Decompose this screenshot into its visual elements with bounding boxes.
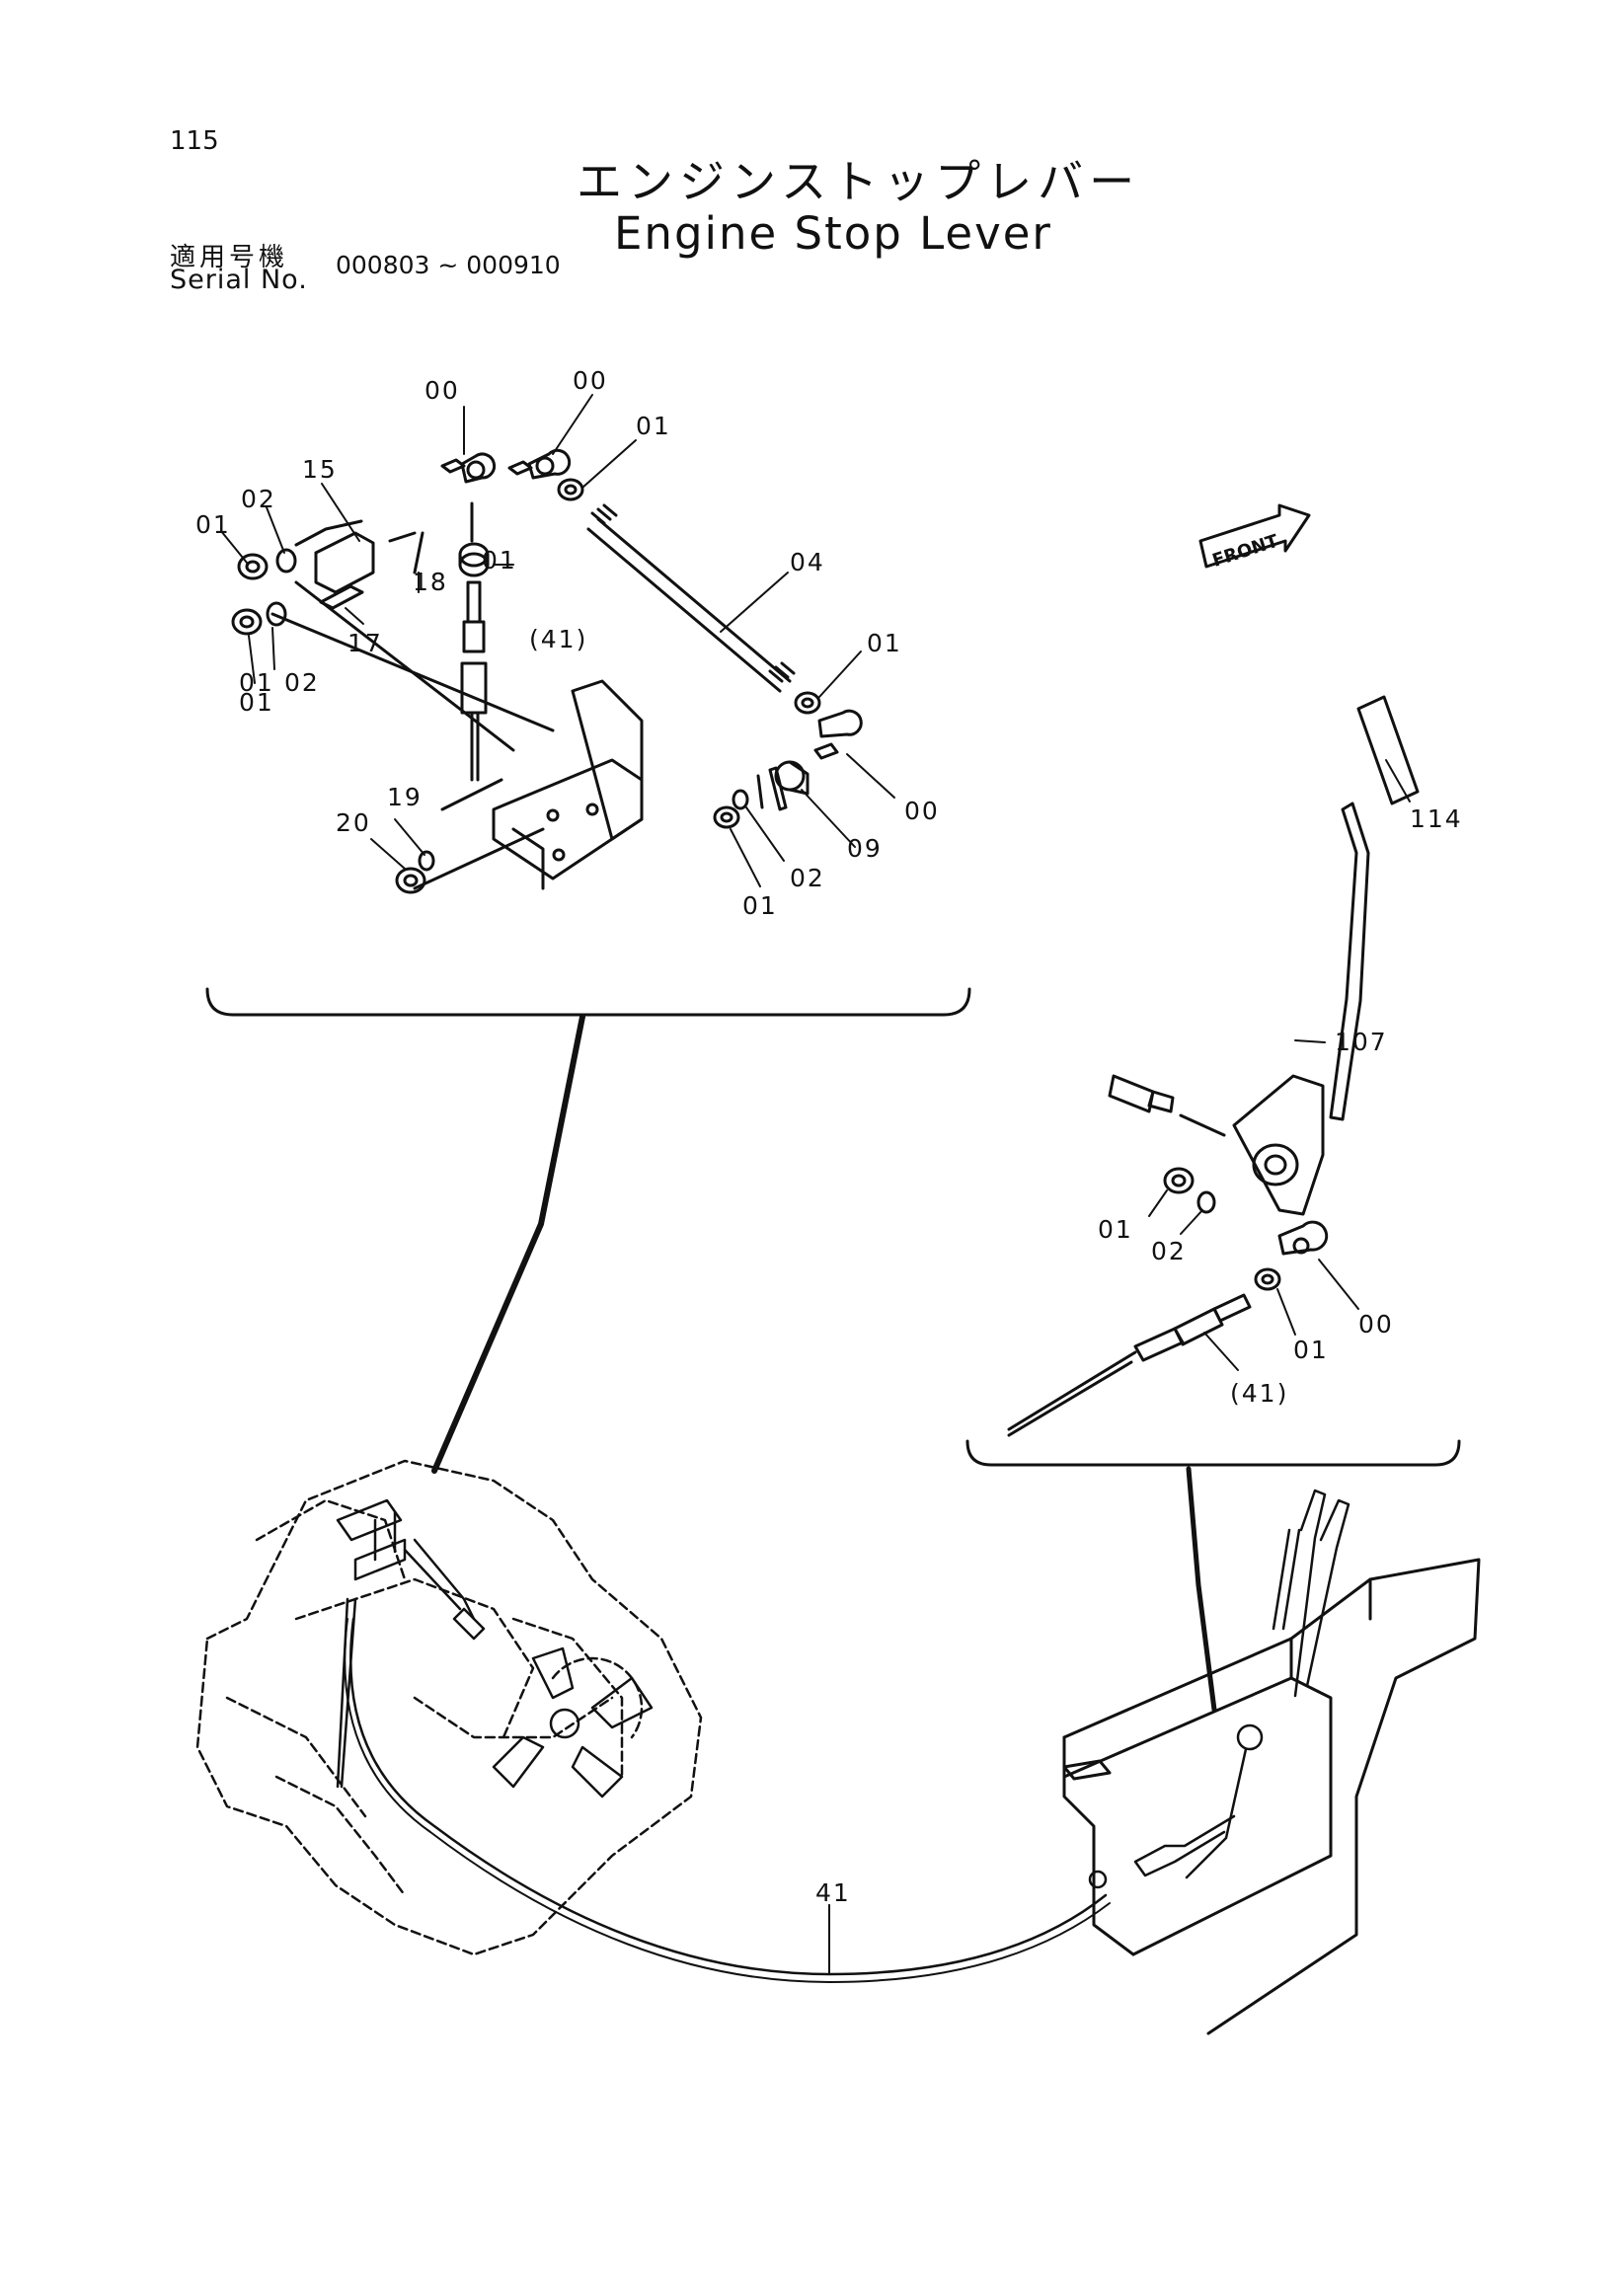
washer-02-lower-right [732, 789, 749, 810]
nut-01-upper-right [557, 478, 584, 501]
pivot-shaft [1108, 1074, 1226, 1137]
callout-top-left-18: 09 [847, 834, 883, 863]
callout-top-left-10: 01 [239, 668, 274, 697]
callout-right-6: (41) [1230, 1379, 1288, 1408]
nut-01-middle [458, 542, 490, 577]
nut-01-lower-left [231, 608, 263, 636]
callout-top-left-15: 00 [904, 797, 940, 825]
callout-bottom-0: 41 [815, 1878, 851, 1907]
front-arrow [1198, 503, 1311, 569]
callout-right-3: 02 [1151, 1237, 1187, 1265]
callout-top-left-20: 01 [742, 891, 778, 920]
washer-02-lower [266, 601, 287, 627]
operator-console [1062, 1489, 1481, 2035]
callout-right-0: 114 [1410, 804, 1463, 833]
callout-top-left-11: 02 [284, 668, 320, 697]
callout-top-left-13: 04 [790, 548, 825, 576]
callout-top-left-2: 01 [636, 412, 671, 440]
callout-top-left-4: 02 [241, 485, 276, 513]
callout-right-4: 00 [1358, 1310, 1394, 1339]
detail-connector-right [1186, 1466, 1217, 1713]
callout-top-left-12: 01 [239, 688, 274, 717]
ball-joint-a [440, 452, 497, 484]
linkage-detail [231, 448, 863, 894]
nut-01-lower-right [713, 805, 740, 829]
callout-top-left-14: 01 [867, 629, 902, 657]
cable-end-41-upper [460, 580, 488, 782]
page-number: 115 [170, 126, 219, 156]
callout-leaders-top [220, 394, 895, 887]
callout-right-1: 107 [1335, 1028, 1388, 1056]
callout-top-left-3: 15 [302, 455, 338, 484]
ball-joint-b [507, 448, 572, 480]
ball-joint-right [1277, 1220, 1329, 1256]
lever-detail [1007, 695, 1420, 1437]
callout-top-left-1: 00 [573, 366, 608, 395]
engine-fan [492, 1646, 654, 1799]
pin-18 [413, 531, 424, 574]
callout-top-left-19: 02 [790, 864, 825, 892]
callout-top-left-17: 20 [336, 808, 371, 837]
cable-end-41-right [1007, 1293, 1252, 1437]
detail-connector-top [431, 1014, 585, 1474]
callout-top-left-8: 17 [347, 629, 383, 657]
callout-right-2: 01 [1098, 1215, 1133, 1244]
title-english: Engine Stop Lever [614, 207, 1052, 260]
mounting-bracket [413, 679, 644, 890]
front-label: FRONT [1210, 530, 1282, 571]
title-japanese: エンジンストップレバー [577, 155, 1141, 208]
serial-label-english: Serial No. [170, 265, 308, 295]
ball-joint-c [813, 709, 863, 760]
callout-top-left-0: 00 [424, 376, 460, 405]
washer-19 [418, 850, 435, 872]
detail-frame-right [965, 1439, 1461, 1467]
engine-block [195, 1459, 703, 1956]
callout-top-left-16: 19 [387, 783, 423, 811]
washer-02-right [1196, 1190, 1216, 1214]
callout-top-left-9: (41) [529, 625, 587, 653]
washer-02-upper [275, 548, 297, 574]
nut-01-upper-left [237, 553, 269, 580]
pivot-boss [1232, 1074, 1325, 1216]
nut-01-rod-end [794, 691, 821, 715]
callout-top-left-5: 01 [195, 510, 231, 539]
nut-20 [395, 867, 426, 894]
bushing-09 [774, 760, 810, 796]
serial-label-japanese: 適用号機 [170, 243, 289, 272]
serial-range: 000803 ~ 000910 [336, 251, 561, 279]
rod-04 [586, 503, 796, 693]
cable-41-route [344, 1617, 1111, 1983]
callout-top-left-6: 01 [482, 546, 517, 574]
lever-107 [1329, 802, 1370, 1121]
callout-top-left-7: 18 [413, 568, 448, 596]
clevis-plate [756, 766, 788, 811]
grip-114 [1356, 695, 1420, 805]
detail-frame-top [205, 987, 971, 1017]
callout-right-5: 01 [1293, 1336, 1329, 1364]
lever-plate [314, 531, 375, 594]
nut-01-right-upper [1163, 1167, 1195, 1194]
nut-01-right-lower [1254, 1267, 1281, 1291]
